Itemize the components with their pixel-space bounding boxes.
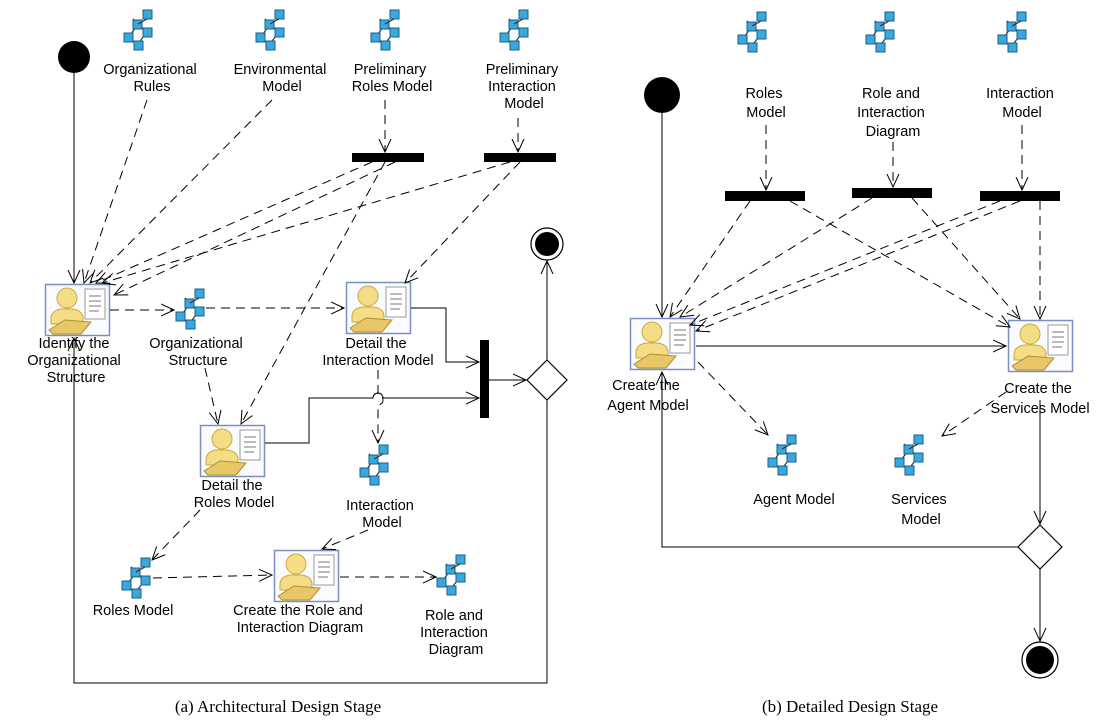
activity-icon <box>44 283 111 337</box>
input-role-interaction-diagram-label: Role and Interaction Diagram <box>857 86 929 140</box>
product-roles-model-label: Roles Model <box>93 603 174 619</box>
start-node-icon-a <box>58 41 90 73</box>
fork-bar <box>484 153 556 162</box>
activity-icon <box>629 317 696 371</box>
model-icon <box>436 554 466 596</box>
activity-identify-org-structure-label: Identify the Organizational Structure <box>27 336 125 386</box>
fork-bar <box>852 188 932 198</box>
caption-stage-a: (a) Architectural Design Stage <box>175 697 381 716</box>
activity-create-role-interaction-diagram-label: Create the Role and Interaction Diagram <box>233 603 367 636</box>
fork-bar <box>352 153 424 162</box>
input-environmental-model-label: Environmental Model <box>234 62 331 95</box>
model-icon <box>767 434 797 476</box>
start-node-icon-b <box>644 77 680 113</box>
activity-detail-interaction-model-label: Detail the Interaction Model <box>322 336 433 369</box>
input-organizational-rules-label: Organizational Rules <box>103 62 201 95</box>
product-interaction-model-label: Interaction Model <box>346 498 418 531</box>
activity-icon <box>199 424 266 478</box>
model-icon <box>359 444 389 486</box>
fork-bar <box>480 340 489 418</box>
activity-detail-roles-model-label: Detail the Roles Model <box>194 478 275 511</box>
model-icon <box>121 557 151 599</box>
model-icon <box>737 11 767 53</box>
input-roles-model-label: Roles Model <box>745 86 786 121</box>
product-role-interaction-diagram-label: Role and Interaction Diagram <box>420 608 492 658</box>
caption-stage-b: (b) Detailed Design Stage <box>762 697 938 716</box>
model-icon <box>894 434 924 476</box>
activity-icon <box>345 281 412 335</box>
model-icon <box>123 9 153 51</box>
product-services-model-label: Services Model <box>891 492 951 528</box>
stage-b-connectors <box>662 113 1040 641</box>
fork-bar <box>980 191 1060 201</box>
model-icon <box>865 11 895 53</box>
activity-icon <box>1007 319 1074 373</box>
model-icon <box>255 9 285 51</box>
activity-icon <box>273 549 340 603</box>
decision-diamond-a <box>526 359 568 401</box>
input-preliminary-roles-model-label: Preliminary Roles Model <box>352 62 433 95</box>
stage-a-connectors <box>74 73 547 684</box>
product-agent-model-label: Agent Model <box>753 492 834 508</box>
model-icon <box>997 11 1027 53</box>
activity-create-agent-model-label: Create the Agent Model <box>607 378 688 414</box>
input-preliminary-interaction-model-label: Preliminary Interaction Model <box>486 62 563 112</box>
model-icon <box>175 288 205 330</box>
model-icon <box>499 9 529 51</box>
model-icon <box>370 9 400 51</box>
input-interaction-model-label: Interaction Model <box>986 86 1058 121</box>
decision-diamond-b <box>1017 524 1063 570</box>
fork-bar <box>725 191 805 201</box>
product-organizational-structure-label: Organizational Structure <box>149 336 247 369</box>
